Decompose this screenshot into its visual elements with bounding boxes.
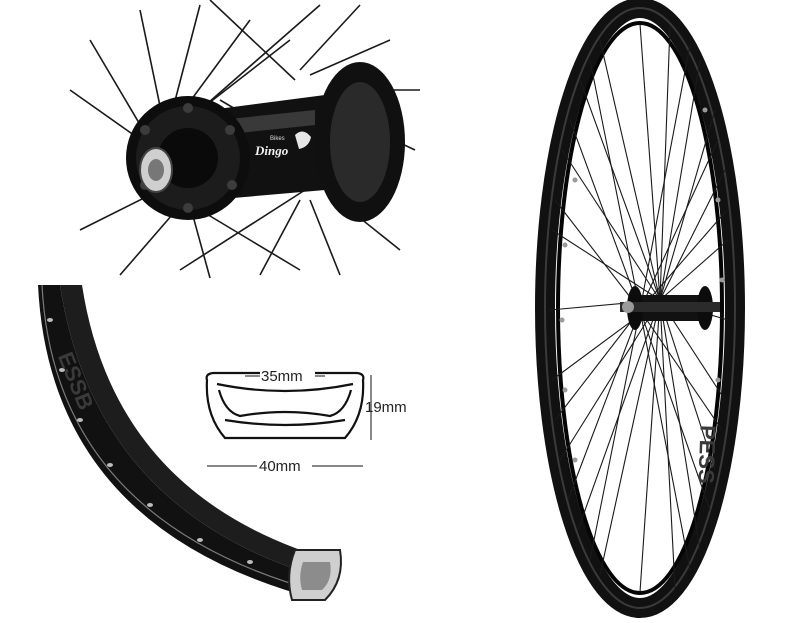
inner-width-label: 35mm (261, 368, 303, 385)
wheel-axle-cap (622, 301, 634, 313)
hub-illustration: Bikes Dingo (69, 0, 420, 279)
rim-profile-outline (205, 371, 365, 440)
rim-profile-drawing: 35mm 19mm 40mm (205, 368, 407, 475)
rim-spoke-holes (559, 107, 725, 463)
wheel-illustration: PESS (535, 0, 745, 618)
rim-section-photo: ESSB (20, 280, 350, 620)
rim-profile-diagram: 35mm 19mm 40mm (195, 360, 435, 480)
complete-wheel-photo: PESS (500, 0, 800, 623)
hub-closeup-photo: Bikes Dingo (60, 0, 420, 280)
hub-logo-text: Dingo (254, 143, 289, 158)
rim-section-illustration: ESSB (38, 284, 342, 601)
wheel-rim-decal: PESS (694, 425, 721, 485)
outer-width-label: 40mm (259, 458, 301, 475)
height-label: 19mm (365, 399, 407, 416)
wheel-hub (620, 286, 720, 330)
hub-logo-sub-text: Bikes (270, 136, 285, 142)
svg-text:PESS: PESS (694, 425, 721, 485)
wheel-rim (535, 0, 745, 618)
dingo-mascot-icon (295, 131, 311, 149)
